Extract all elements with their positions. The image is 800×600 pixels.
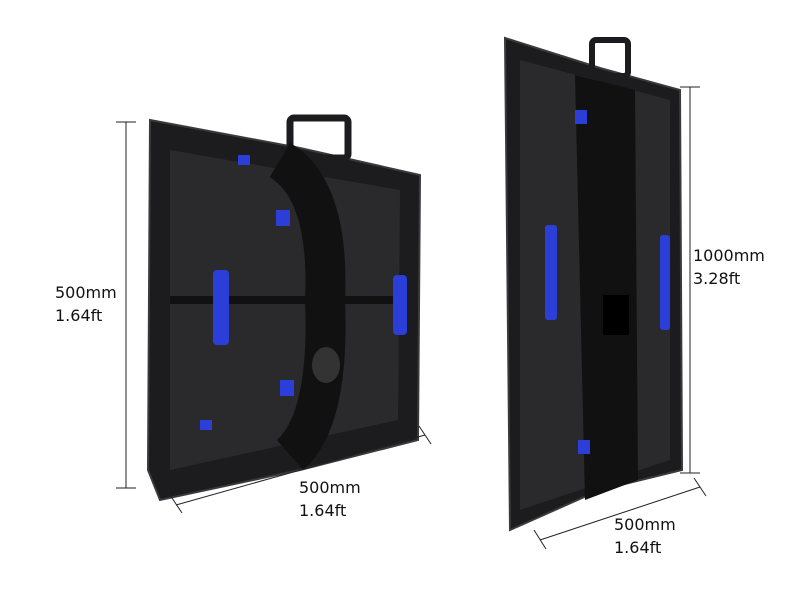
- large-height-label: 1000mm 3.28ft: [693, 244, 765, 290]
- large-led-cabinet: [503, 36, 684, 532]
- small-width-metric: 500mm: [299, 478, 361, 497]
- small-height-imperial: 1.64ft: [55, 306, 103, 325]
- blue-handle: [660, 235, 670, 330]
- large-width-metric: 500mm: [614, 515, 676, 534]
- small-width-label: 500mm 1.64ft: [299, 476, 361, 522]
- small-led-cabinet: [146, 114, 422, 502]
- blue-handle: [213, 270, 229, 345]
- blue-handle: [545, 225, 557, 320]
- carry-handle: [589, 37, 631, 79]
- blue-handle: [393, 275, 407, 335]
- large-height-metric: 1000mm: [693, 246, 765, 265]
- carry-handle: [286, 114, 352, 162]
- dimension-lines: [116, 86, 707, 550]
- small-height-metric: 500mm: [55, 283, 117, 302]
- small-width-imperial: 1.64ft: [299, 501, 347, 520]
- small-height-label: 500mm 1.64ft: [55, 281, 117, 327]
- large-height-imperial: 3.28ft: [693, 269, 741, 288]
- large-width-imperial: 1.64ft: [614, 538, 662, 557]
- large-width-label: 500mm 1.64ft: [614, 513, 676, 559]
